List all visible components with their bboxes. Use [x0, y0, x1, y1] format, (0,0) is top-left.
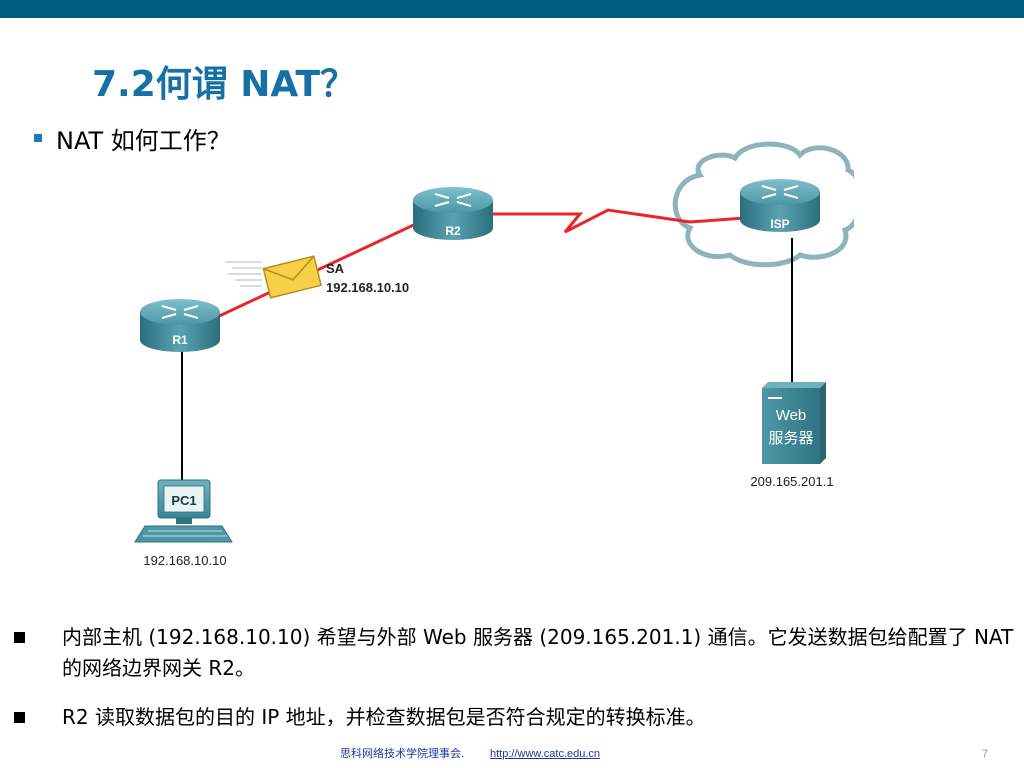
router-arrows-icon [761, 185, 799, 199]
web-server[interactable]: Web 服务器 209.165.201.1 [750, 382, 834, 489]
footer-org: 思科网络技术学院理事会. [340, 747, 465, 760]
top-banner [0, 0, 1024, 18]
router-r2-label: R2 [445, 224, 461, 238]
bullet-icon [14, 712, 25, 723]
router-arrows-icon [161, 305, 199, 319]
pc1-ip: 192.168.10.10 [143, 553, 226, 568]
paragraph-2: R2 读取数据包的目的 IP 地址，并检查数据包是否符合规定的转换标准。 [14, 702, 1014, 733]
footer: 思科网络技术学院理事会. http://www.catc.edu.cn 7 [0, 744, 1024, 764]
router-r2[interactable]: R2 [413, 187, 493, 240]
page-number: 7 [982, 748, 989, 760]
footer-link[interactable]: http://www.catc.edu.cn [490, 748, 601, 760]
paragraph-1-text: 内部主机 (192.168.10.10) 希望与外部 Web 服务器 (209.… [62, 625, 1014, 680]
paragraph-1: 内部主机 (192.168.10.10) 希望与外部 Web 服务器 (209.… [14, 622, 1014, 684]
server-label-line1: Web [776, 407, 807, 424]
bullet-icon [14, 632, 25, 643]
router-isp[interactable]: ISP [740, 179, 820, 232]
packet-sa-ip: 192.168.10.10 [326, 280, 409, 295]
paragraph-2-text: R2 读取数据包的目的 IP 地址，并检查数据包是否符合规定的转换标准。 [62, 705, 706, 729]
packet-sa-label: SA [326, 261, 345, 276]
server-ip: 209.165.201.1 [750, 474, 833, 489]
router-arrows-icon [434, 193, 472, 207]
server-label-line2: 服务器 [768, 430, 813, 447]
subtitle-text: NAT 如何工作？ [56, 126, 231, 155]
pc1[interactable]: PC1 192.168.10.10 [134, 479, 233, 568]
router-isp-label: ISP [770, 217, 789, 231]
bullet-icon [34, 134, 42, 142]
packet: SA 192.168.10.10 [225, 255, 409, 299]
router-r1[interactable]: R1 [140, 299, 220, 352]
subtitle: NAT 如何工作？ [34, 120, 231, 156]
motion-lines [225, 261, 262, 287]
envelope-icon [262, 255, 323, 299]
slide-title: 7.2何谓 NAT？ [92, 64, 357, 105]
serial-link-r2-isp [488, 208, 746, 234]
router-r1-label: R1 [172, 333, 188, 347]
pc1-label: PC1 [171, 493, 196, 508]
internet-cloud [672, 141, 884, 280]
